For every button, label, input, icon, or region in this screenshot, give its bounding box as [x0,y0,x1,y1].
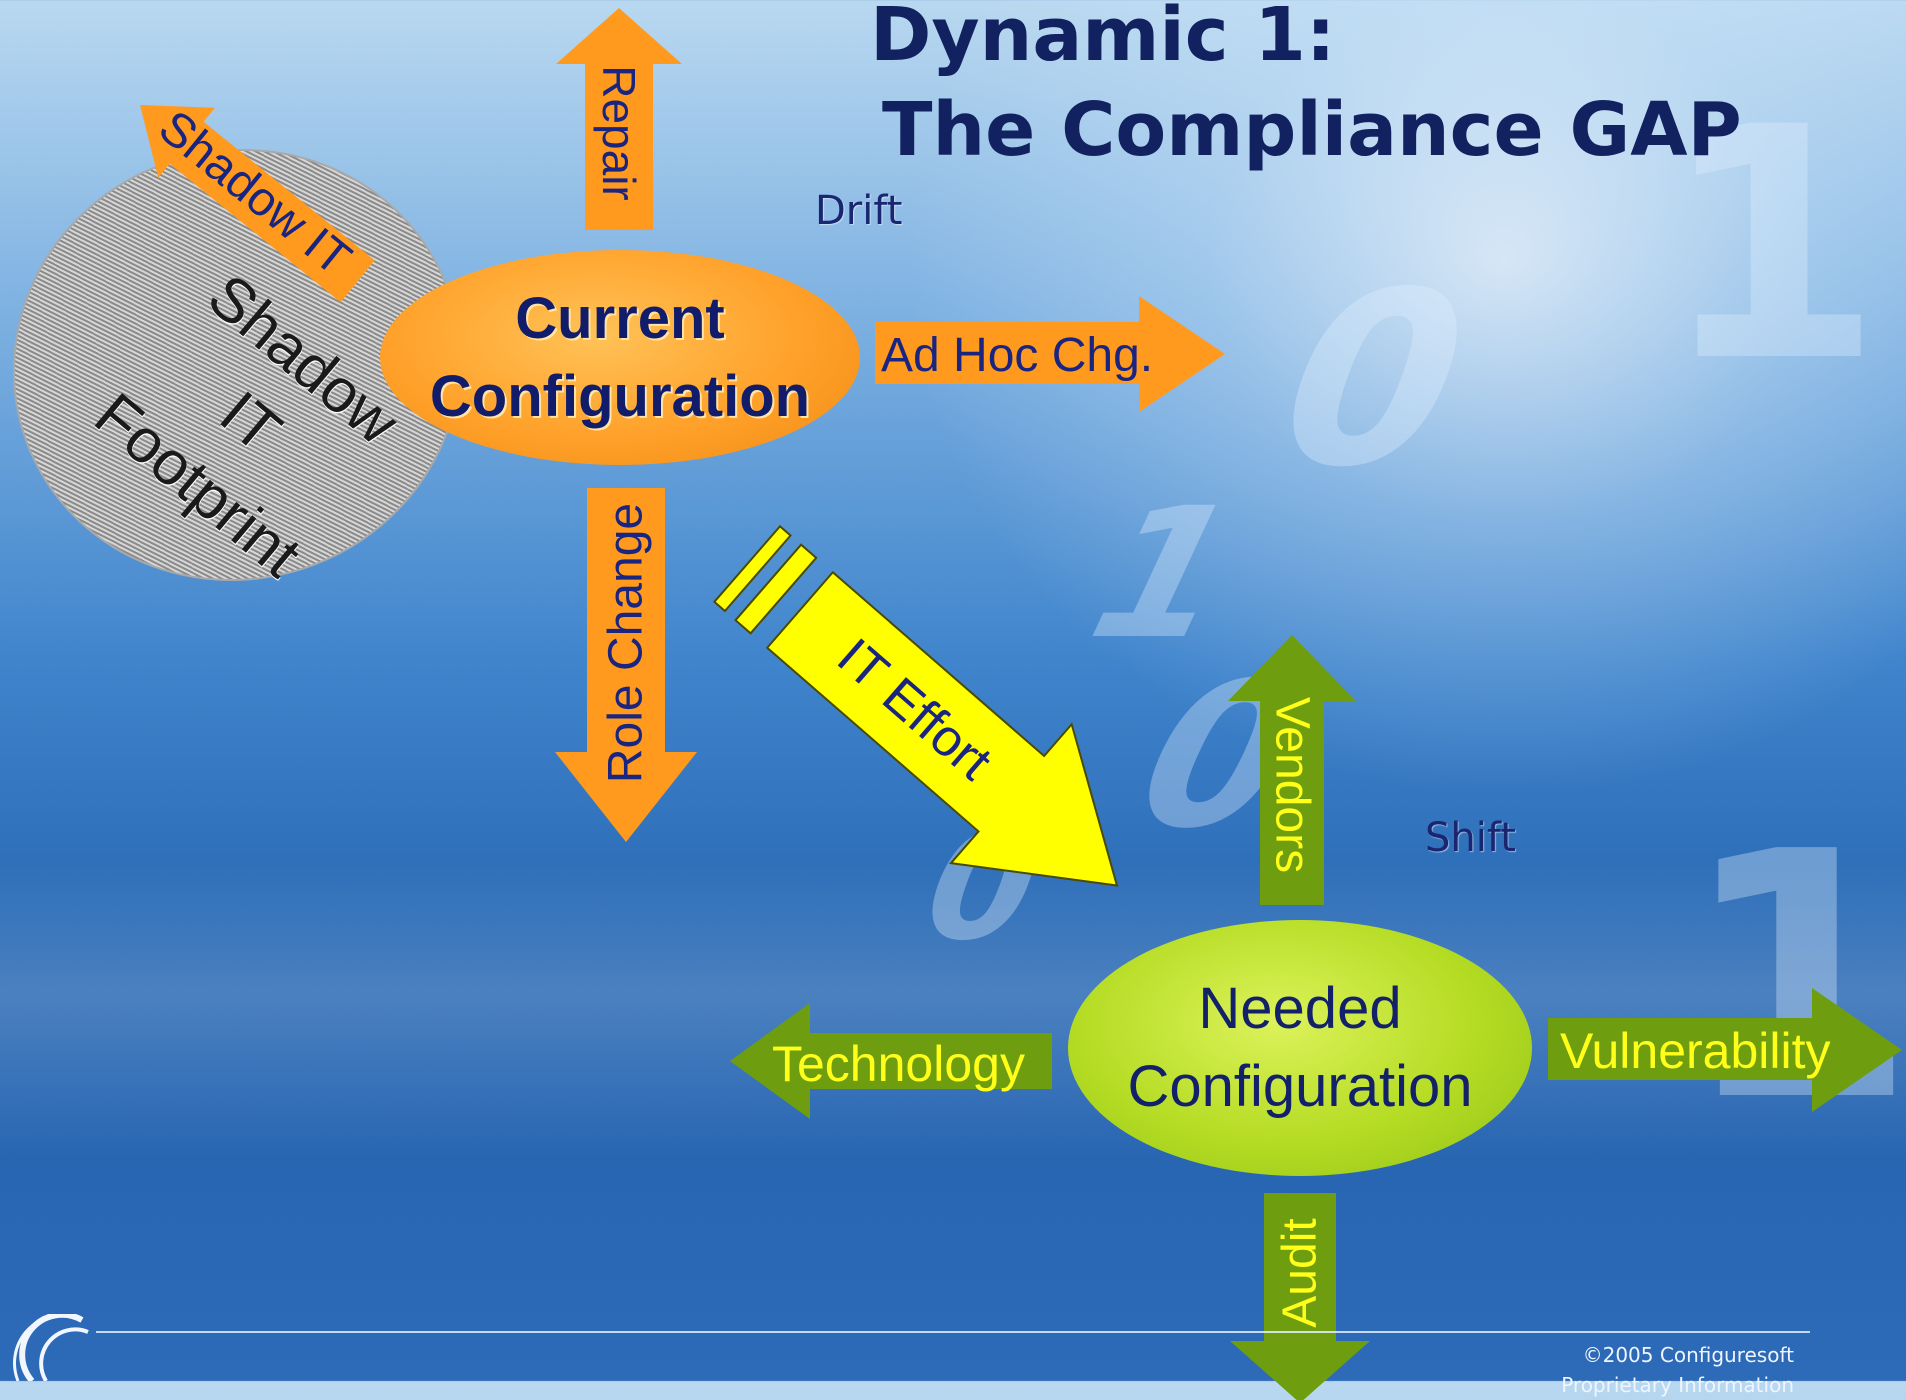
arrow-shape [1228,635,1356,905]
title-line-2: The Compliance GAP [882,87,1742,173]
logo-icon [12,1311,92,1386]
technology-arrow: Technology [730,1003,1052,1119]
current-line-1: Current [515,285,725,351]
vulnerability-arrow: Vulnerability [1548,988,1902,1112]
title-line-1: Dynamic 1: [870,0,1336,78]
drift-label: Drift [815,188,903,234]
technology-label: Technology [772,1036,1025,1092]
arrow-shape [712,524,1119,887]
vendors-label: Vendors [1265,696,1319,874]
it-effort-arrow: IT Effort [712,524,1157,931]
arrow-shape [140,105,375,303]
repair-label: Repair [593,65,645,201]
needed-line-1: Needed [1198,976,1402,1041]
current-line-2: Configuration [429,363,811,429]
ad-hoc-change-arrow: Ad Hoc Chg. [875,296,1225,412]
repair-arrow: Repair [556,8,682,230]
needed-line-2: Configuration [1127,1054,1473,1119]
needed-configuration-node: Needed Configuration [1068,920,1532,1176]
background-band [0,860,1906,1160]
arrow-shape [730,1003,1052,1119]
audit-label: Audit [1273,1218,1327,1328]
arrow-shape [555,488,697,842]
current-configuration-node: Current Configuration [380,250,860,465]
footer-divider [96,1331,1810,1333]
arrow-shape [875,296,1225,412]
footer-copyright: ©2005 Configuresoft Proprietary Informat… [1561,1340,1794,1400]
vendors-arrow: Vendors [1228,635,1356,905]
arrow-shape [1230,1193,1370,1400]
vulnerability-label: Vulnerability [1560,1023,1831,1079]
copyright-text: ©2005 Configuresoft [1582,1343,1794,1367]
slide-title: Dynamic 1: The Compliance GAP [870,0,1742,178]
role-change-arrow: Role Change [555,488,697,842]
proprietary-text: Proprietary Information [1561,1373,1794,1397]
ad-hoc-change-label: Ad Hoc Chg. [881,329,1154,382]
role-change-label: Role Change [599,502,653,784]
shadow-it-arrow: Shadow IT [112,70,386,316]
arrow-shape [1548,988,1902,1112]
background-digit: 1 [1680,780,1906,1176]
arrow-shape [556,8,682,230]
shift-label: Shift [1425,815,1516,861]
audit-arrow: Audit [1230,1193,1370,1400]
background-glow [900,0,1906,800]
background-digit: 1 [1660,60,1883,432]
